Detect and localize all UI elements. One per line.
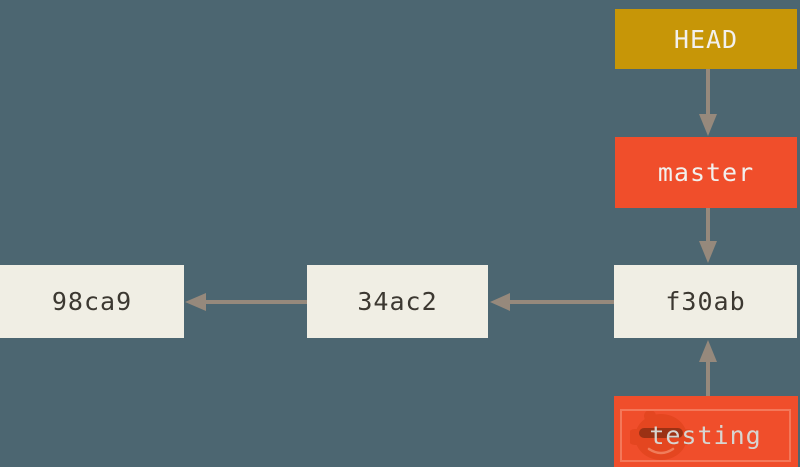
branch-node-master: master — [615, 137, 797, 208]
arrow-master-to-f30ab — [699, 208, 717, 263]
arrow-testing-to-f30ab — [699, 340, 717, 397]
arrow-head-to-master — [699, 69, 717, 136]
master-label: master — [657, 158, 755, 187]
commit-node-98ca9: 98ca9 — [0, 265, 184, 338]
arrow-f30ab-to-34ac2 — [490, 293, 614, 311]
branch-node-testing: testing — [614, 396, 798, 467]
commit-node-f30ab: f30ab — [614, 265, 797, 338]
commit-node-34ac2: 34ac2 — [307, 265, 488, 338]
arrow-34ac2-to-98ca9 — [185, 293, 307, 311]
commit-hash: 98ca9 — [51, 287, 133, 316]
testing-inner-frame: testing — [620, 409, 791, 462]
commit-hash: f30ab — [665, 287, 746, 316]
head-label: HEAD — [673, 24, 739, 54]
testing-label: testing — [649, 421, 762, 450]
head-pointer-node: HEAD — [615, 9, 797, 69]
commit-hash: 34ac2 — [357, 287, 438, 316]
